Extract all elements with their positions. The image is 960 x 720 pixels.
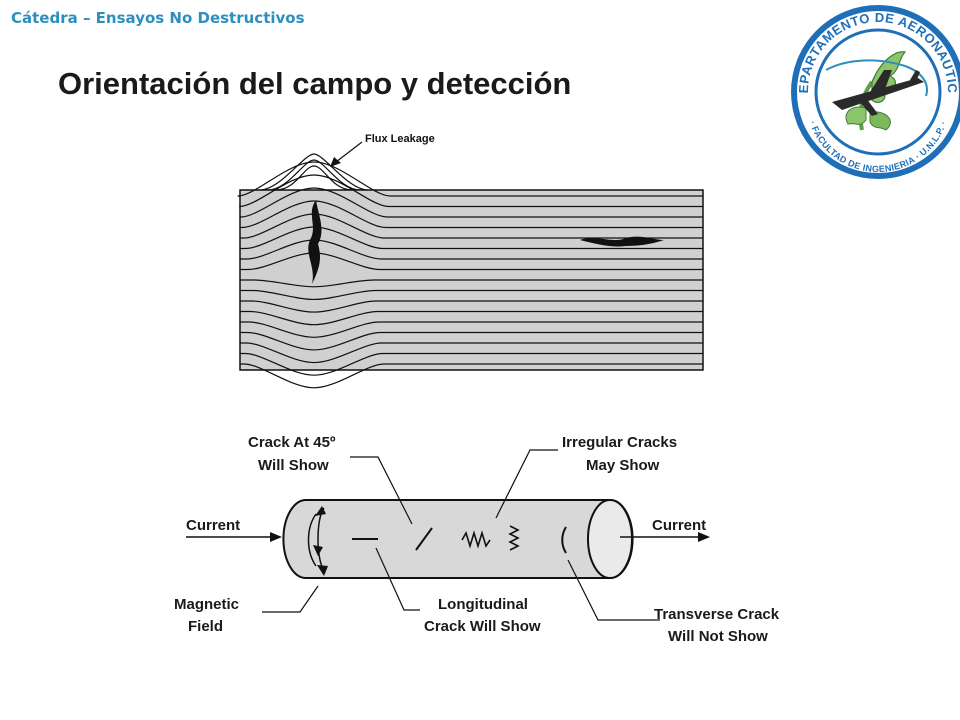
magnetic-flux-lines bbox=[237, 153, 703, 389]
cylinder-body bbox=[282, 499, 634, 579]
transverse-crack bbox=[561, 526, 567, 554]
flux-line bbox=[240, 300, 703, 313]
flux-leakage-loop bbox=[259, 153, 369, 191]
current-in-arrow bbox=[186, 532, 282, 542]
irregular-crack-vertical bbox=[508, 525, 520, 551]
irregular-crack-horizontal bbox=[461, 530, 491, 549]
flux-line bbox=[240, 310, 703, 326]
crack45-leader-line bbox=[350, 456, 413, 525]
current-out-label: Current bbox=[652, 517, 706, 534]
field-arrowhead-3 bbox=[315, 506, 326, 516]
transverse-crack-label: Transverse Crack Will Not Show bbox=[654, 606, 783, 645]
flux-line bbox=[240, 342, 703, 364]
field-arrowhead-1 bbox=[317, 565, 328, 576]
flux-line bbox=[240, 289, 703, 301]
magnetic-field-arrows bbox=[307, 507, 325, 571]
magnetic-field-label: Magnetic Field bbox=[174, 596, 243, 635]
current-out-arrow bbox=[620, 532, 710, 542]
logo-seal-ring bbox=[791, 5, 960, 179]
flux-line bbox=[240, 252, 703, 271]
flux-leakage-loop bbox=[267, 159, 361, 191]
flux-line bbox=[240, 331, 703, 351]
flux-line bbox=[237, 161, 703, 197]
flux-leakage-label: Flux Leakage bbox=[365, 133, 435, 145]
longitudinal-crack-label: Longitudinal Crack Will Show bbox=[424, 596, 541, 635]
flux-line bbox=[240, 239, 703, 260]
flux-line bbox=[240, 321, 703, 338]
crack-45-degrees bbox=[415, 527, 433, 551]
logo-bottom-text: · FACULTAD DE INGENIERIA · U.N.L.P. · bbox=[808, 120, 949, 175]
swirl-icon bbox=[825, 59, 928, 97]
flux-line bbox=[240, 279, 703, 288]
magnetic-leader-line bbox=[262, 585, 319, 613]
flux-line bbox=[240, 363, 703, 389]
slide-title: Orientación del campo y detección bbox=[58, 66, 572, 101]
airplane-icon bbox=[832, 70, 924, 116]
flux-leakage-pointer bbox=[335, 141, 363, 163]
flux-line bbox=[240, 213, 703, 239]
flux-line bbox=[239, 174, 703, 208]
longitudinal-leader-line bbox=[375, 547, 420, 611]
irregular-cracks-label: Irregular Cracks May Show bbox=[562, 434, 681, 474]
longitudinal-defect bbox=[580, 236, 664, 247]
flux-leakage-loop bbox=[275, 165, 353, 191]
flux-line bbox=[240, 187, 703, 218]
transverse-leader-line bbox=[567, 559, 660, 621]
current-in-label: Current bbox=[186, 517, 240, 534]
test-bar bbox=[239, 189, 704, 371]
flux-leakage-arrowhead bbox=[330, 157, 341, 167]
flux-line bbox=[240, 352, 703, 376]
oak-leaf-icon bbox=[845, 51, 907, 131]
irregular-leader-line bbox=[495, 449, 558, 519]
crack45-label: Crack At 45º Will Show bbox=[248, 434, 340, 474]
flux-line bbox=[240, 200, 703, 229]
transverse-defect bbox=[308, 200, 322, 284]
field-arrowhead-2 bbox=[313, 545, 323, 556]
flux-line bbox=[240, 226, 703, 250]
course-header: Cátedra – Ensayos No Destructivos bbox=[11, 9, 305, 27]
